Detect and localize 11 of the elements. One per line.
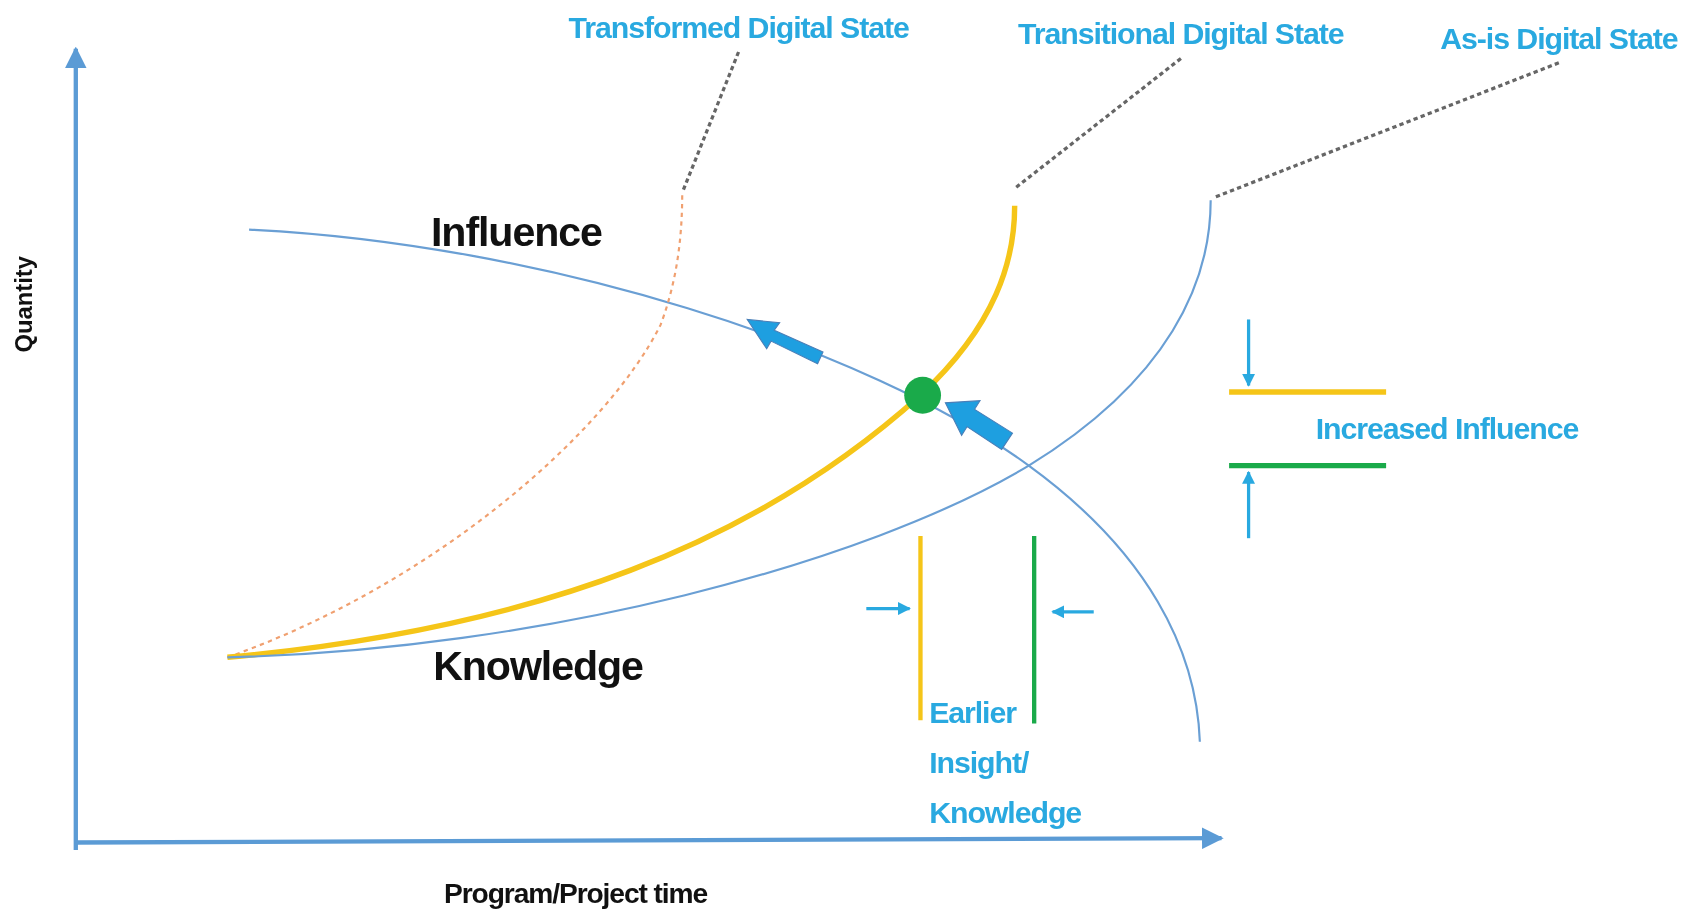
annotation-text: Earlier Insight/ Knowledge: [929, 695, 1083, 832]
axis-title: Quantity: [10, 256, 39, 353]
state-label: Transformed Digital State: [568, 10, 909, 46]
axis-title: Program/Project time: [444, 877, 708, 911]
state-label: As-is Digital State: [1440, 21, 1678, 57]
annotation-text: Increased Influence: [1315, 411, 1579, 447]
leader-line: [1013, 57, 1182, 190]
state-label: Transitional Digital State: [1017, 17, 1344, 52]
curve-label: Knowledge: [433, 643, 643, 690]
leader-line: [1214, 61, 1560, 199]
curve-label: Influence: [431, 209, 602, 256]
